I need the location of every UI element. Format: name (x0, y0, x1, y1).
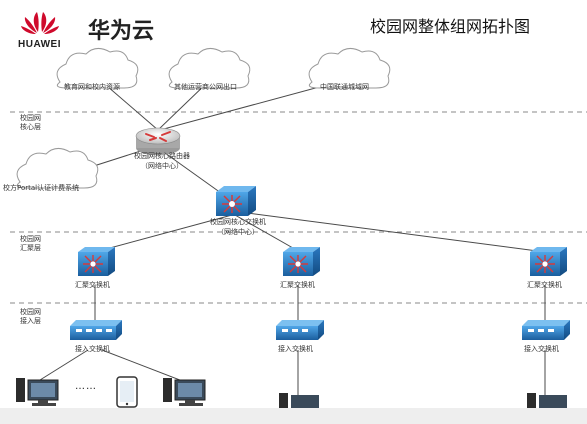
access-switch-label: 接入交换机 (524, 345, 559, 353)
aggregation-switch-icon (530, 247, 567, 276)
cloud-portal (16, 148, 99, 189)
layer-label-line: 汇聚层 (20, 244, 41, 252)
ellipsis-text: …… (75, 381, 97, 392)
cloud-isp (168, 48, 251, 89)
cloud-edu (56, 48, 139, 89)
aggregation-switch-label: 汇聚交换机 (75, 281, 110, 289)
core-switch-label: 校园网核心交换机 （网络中心） (196, 217, 280, 237)
layer-label-line: 接入层 (20, 317, 41, 325)
access-switch-icon (522, 320, 570, 340)
layer-label-core: 校园网 核心层 (20, 114, 41, 132)
link-acc1-pc1 (39, 349, 89, 381)
core-router-icon (135, 127, 181, 155)
brand-name-en: HUAWEI (18, 39, 61, 50)
aggregation-switch-label: 汇聚交换机 (527, 281, 562, 289)
device-label-line: （网络中心） (217, 228, 259, 236)
desktop-pc-icon (279, 393, 319, 408)
desktop-pc-icon (163, 378, 206, 406)
layer-label-line: 校园网 (20, 114, 41, 122)
device-label-line: 校园网核心路由器 (134, 152, 190, 160)
layer-label-line: 校园网 (20, 235, 41, 243)
link-core-agg3 (239, 211, 546, 253)
cloud-label-edu: 教育网和校内资源 (64, 83, 120, 91)
layer-label-line: 校园网 (20, 308, 41, 316)
access-switch-icon (70, 320, 122, 340)
layer-label-access: 校园网 接入层 (20, 308, 41, 326)
cloud-label-unicom: 中国联通城域网 (320, 83, 369, 91)
device-label-line: 校园网核心交换机 (210, 218, 266, 226)
footer-bar (0, 408, 587, 424)
access-switch-label: 接入交换机 (75, 345, 110, 353)
access-switch-icon (276, 320, 324, 340)
cloud-label-isp: 其他运营商公网出口 (174, 83, 237, 91)
desktop-pc-icon (16, 378, 59, 406)
core-router-label: 校园网核心路由器 （网络中心） (122, 151, 202, 171)
aggregation-switch-icon (78, 247, 115, 276)
access-switch-label: 接入交换机 (278, 345, 313, 353)
aggregation-switch-label: 汇聚交换机 (280, 281, 315, 289)
link-router-coreswitch (157, 147, 229, 199)
huawei-logo-icon (21, 12, 59, 34)
brand-name: 华为云 (88, 19, 155, 44)
tablet-icon (116, 376, 138, 408)
diagram-title: 校园网整体组网拓扑图 (370, 17, 531, 36)
layer-label-line: 核心层 (20, 123, 41, 131)
link-core-agg2 (234, 214, 301, 253)
links (39, 79, 546, 395)
cloud-label-portal: 校方Portal认证计费系统 (3, 184, 80, 192)
cloud-unicom (308, 48, 391, 89)
device-label-line: （网络中心） (141, 162, 183, 170)
link-acc1-pc2 (101, 349, 186, 383)
core-switch-icon (216, 186, 256, 216)
link-router-unicom (159, 79, 346, 131)
link-core-agg1 (94, 214, 233, 253)
layer-label-aggregation: 校园网 汇聚层 (20, 235, 41, 253)
desktop-pc-icon (527, 393, 567, 408)
aggregation-switch-icon (283, 247, 320, 276)
